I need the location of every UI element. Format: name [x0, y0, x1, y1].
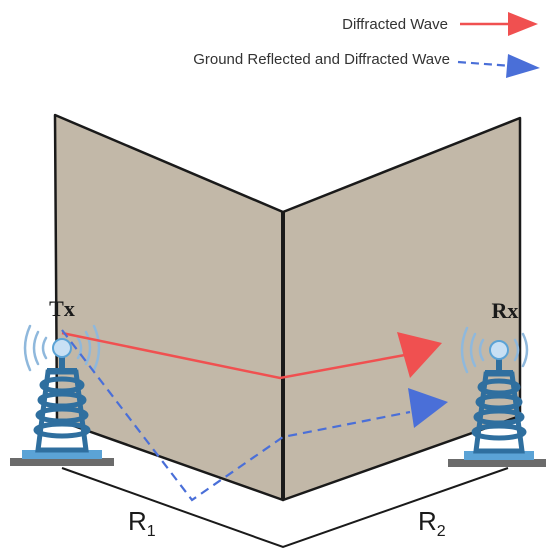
diffracted-wave-path: [61, 331, 406, 380]
ground-reflected-wave-path: [61, 329, 411, 502]
tx-signal-icon: [23, 324, 101, 372]
legend-arrowhead-diffracted: [508, 12, 538, 36]
diffracted-wave: [61, 331, 442, 380]
legend-arrowhead-ground-reflected: [506, 54, 540, 78]
legend-label-diffracted: Diffracted Wave: [342, 16, 448, 33]
ground-reflected-wave: [61, 329, 448, 502]
legend-item-diffracted: Diffracted Wave: [342, 12, 538, 36]
tx-tower-footing: [22, 450, 102, 459]
tx-tower: Tx: [10, 296, 114, 466]
legend-label-ground-reflected: Ground Reflected and Diffracted Wave: [193, 51, 450, 68]
left-panel: [53, 113, 285, 502]
rx-ground-base: [448, 459, 546, 467]
rx-label: Rx: [492, 298, 519, 323]
tx-ground-base: [10, 458, 114, 466]
tx-antenna-icon: [52, 338, 72, 358]
diffracted-wave-arrowhead: [397, 332, 442, 378]
rx-tower-footing: [464, 451, 534, 460]
right-panel: [281, 116, 522, 502]
wedge-obstacle: [53, 113, 522, 502]
rx-mast: [496, 357, 502, 372]
legend-line-ground-reflected: [457, 60, 513, 68]
distance-label-r1: R1: [128, 506, 156, 540]
rx-tower: Rx: [448, 298, 546, 467]
tx-label: Tx: [49, 296, 75, 321]
legend-item-ground-reflected: Ground Reflected and Diffracted Wave: [193, 51, 540, 78]
tx-mast: [59, 355, 65, 370]
rx-signal-icon: [460, 326, 529, 374]
distance-label-r2: R2: [418, 506, 446, 540]
rx-antenna-icon: [489, 340, 509, 360]
legend: Diffracted Wave Ground Reflected and Dif…: [193, 12, 540, 78]
ground-reflected-wave-arrowhead: [408, 388, 448, 428]
distance-brackets: R1 R2: [61, 467, 509, 549]
distance-bracket: [61, 467, 509, 549]
